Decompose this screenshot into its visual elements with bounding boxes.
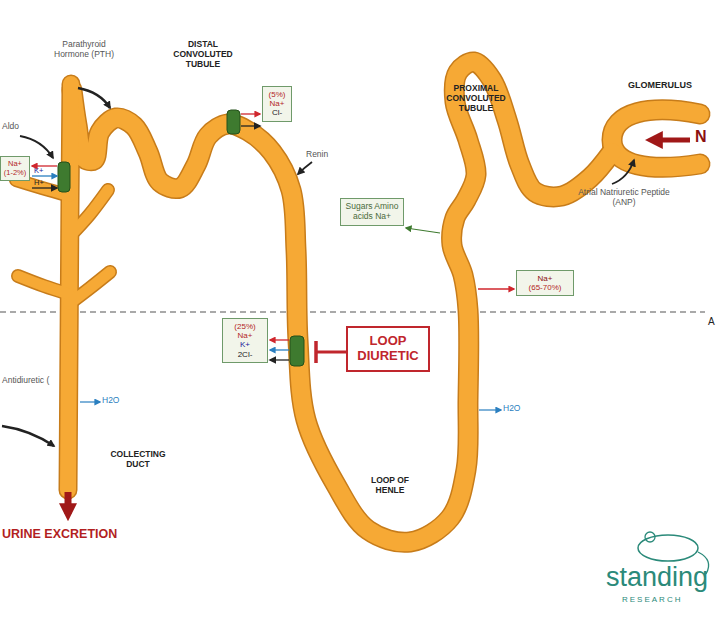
diagram-label: URINE EXCRETION — [2, 527, 152, 541]
box-text: Na+ — [519, 274, 571, 283]
transporter — [227, 110, 240, 134]
hormone-arrow — [20, 136, 53, 158]
nephron-tubule-edge — [72, 62, 612, 542]
collecting-duct — [68, 84, 71, 490]
diagram-label: H2O — [503, 404, 533, 414]
inhibition-line — [316, 351, 346, 354]
transport-box: (5%)Na+Cl- — [262, 86, 292, 122]
bowman-capsule-edge — [612, 110, 700, 167]
diagram-label: COLLECTING DUCT — [100, 450, 176, 470]
box-text: 2Cl- — [225, 350, 265, 359]
diagram-label: Atrial Natriuretic Peptide (ANP) — [572, 188, 676, 208]
duct-branch — [69, 272, 110, 304]
urine-arrow — [65, 492, 72, 514]
hormone-arrow — [612, 160, 634, 184]
box-text: (25%) — [225, 322, 265, 331]
diagram-label: N — [695, 128, 719, 146]
water-arrow — [80, 401, 100, 402]
transporter — [58, 162, 70, 192]
box-text: (5%) — [265, 90, 289, 99]
water-arrow — [479, 409, 501, 410]
diagram-label: DISTAL CONVOLUTED TUBULE — [170, 40, 236, 69]
box-text: Na+ — [265, 99, 289, 108]
hormone-arrow — [78, 88, 110, 108]
cortex-medulla-line — [0, 311, 705, 312]
transporter — [290, 336, 304, 366]
box-text: (65-70%) — [519, 283, 571, 292]
ion-arrow — [32, 187, 57, 188]
diagram-label: LOOP OF HENLE — [368, 476, 412, 496]
renin-arrow — [298, 162, 312, 174]
transport-box: Na+(65-70%) — [516, 270, 574, 296]
transport-box: (25%)Na+K+2Cl- — [222, 318, 268, 363]
bowman-capsule — [612, 110, 700, 167]
ion-arrow — [270, 349, 289, 350]
transport-box: Sugars Amino acids Na+ — [340, 198, 404, 226]
duct-branch-edge — [18, 276, 69, 294]
hormone-arrow — [2, 426, 54, 446]
diagram-label: GLOMERULUS — [612, 80, 708, 90]
diagram-label: H+ — [34, 179, 50, 188]
ion-arrow — [32, 175, 57, 176]
ion-arrow — [270, 359, 289, 360]
diagram-label: A — [708, 316, 720, 328]
reabsorption-arrow — [406, 228, 440, 233]
diagram-label: Renin — [306, 150, 346, 160]
nephron-tubule — [72, 62, 612, 542]
box-text: Sugars Amino acids Na+ — [343, 202, 401, 222]
diagram-label: Aldo — [2, 122, 32, 132]
box-text: Cl- — [265, 108, 289, 117]
duct-branch — [70, 190, 108, 236]
diagram-label: standing — [606, 562, 716, 593]
diagram-label: K+ — [34, 167, 50, 176]
ion-arrow — [270, 339, 289, 340]
diagram-label: Antidiuretic ( — [2, 376, 64, 386]
drug-box: LOOP DIURETIC — [346, 326, 430, 372]
transport-box: Na+(1-2%) — [0, 156, 30, 181]
logo-mouse — [638, 535, 698, 561]
box-text: Na+ — [225, 331, 265, 340]
box-text: LOOP DIURETIC — [352, 334, 424, 364]
diagram-label: Parathyroid Hormone (PTH) — [48, 40, 120, 60]
box-text: K+ — [225, 340, 265, 349]
diagram-label: H2O — [102, 396, 132, 406]
logo-mouse-ear — [645, 532, 655, 542]
box-text: (1-2%) — [3, 169, 27, 178]
reabsorption-arrow — [478, 288, 514, 290]
collecting-duct-edge — [68, 84, 71, 490]
filtrate-arrow — [652, 138, 690, 143]
box-text: Na+ — [3, 160, 27, 169]
diagram-label: PROXIMAL CONVOLUTED TUBULE — [440, 84, 512, 113]
ion-arrow — [241, 113, 260, 114]
diagram-label: RESEARCH — [622, 595, 714, 604]
duct-branch — [18, 276, 69, 294]
ion-arrow — [241, 125, 260, 126]
inhibition-bar — [314, 341, 318, 363]
